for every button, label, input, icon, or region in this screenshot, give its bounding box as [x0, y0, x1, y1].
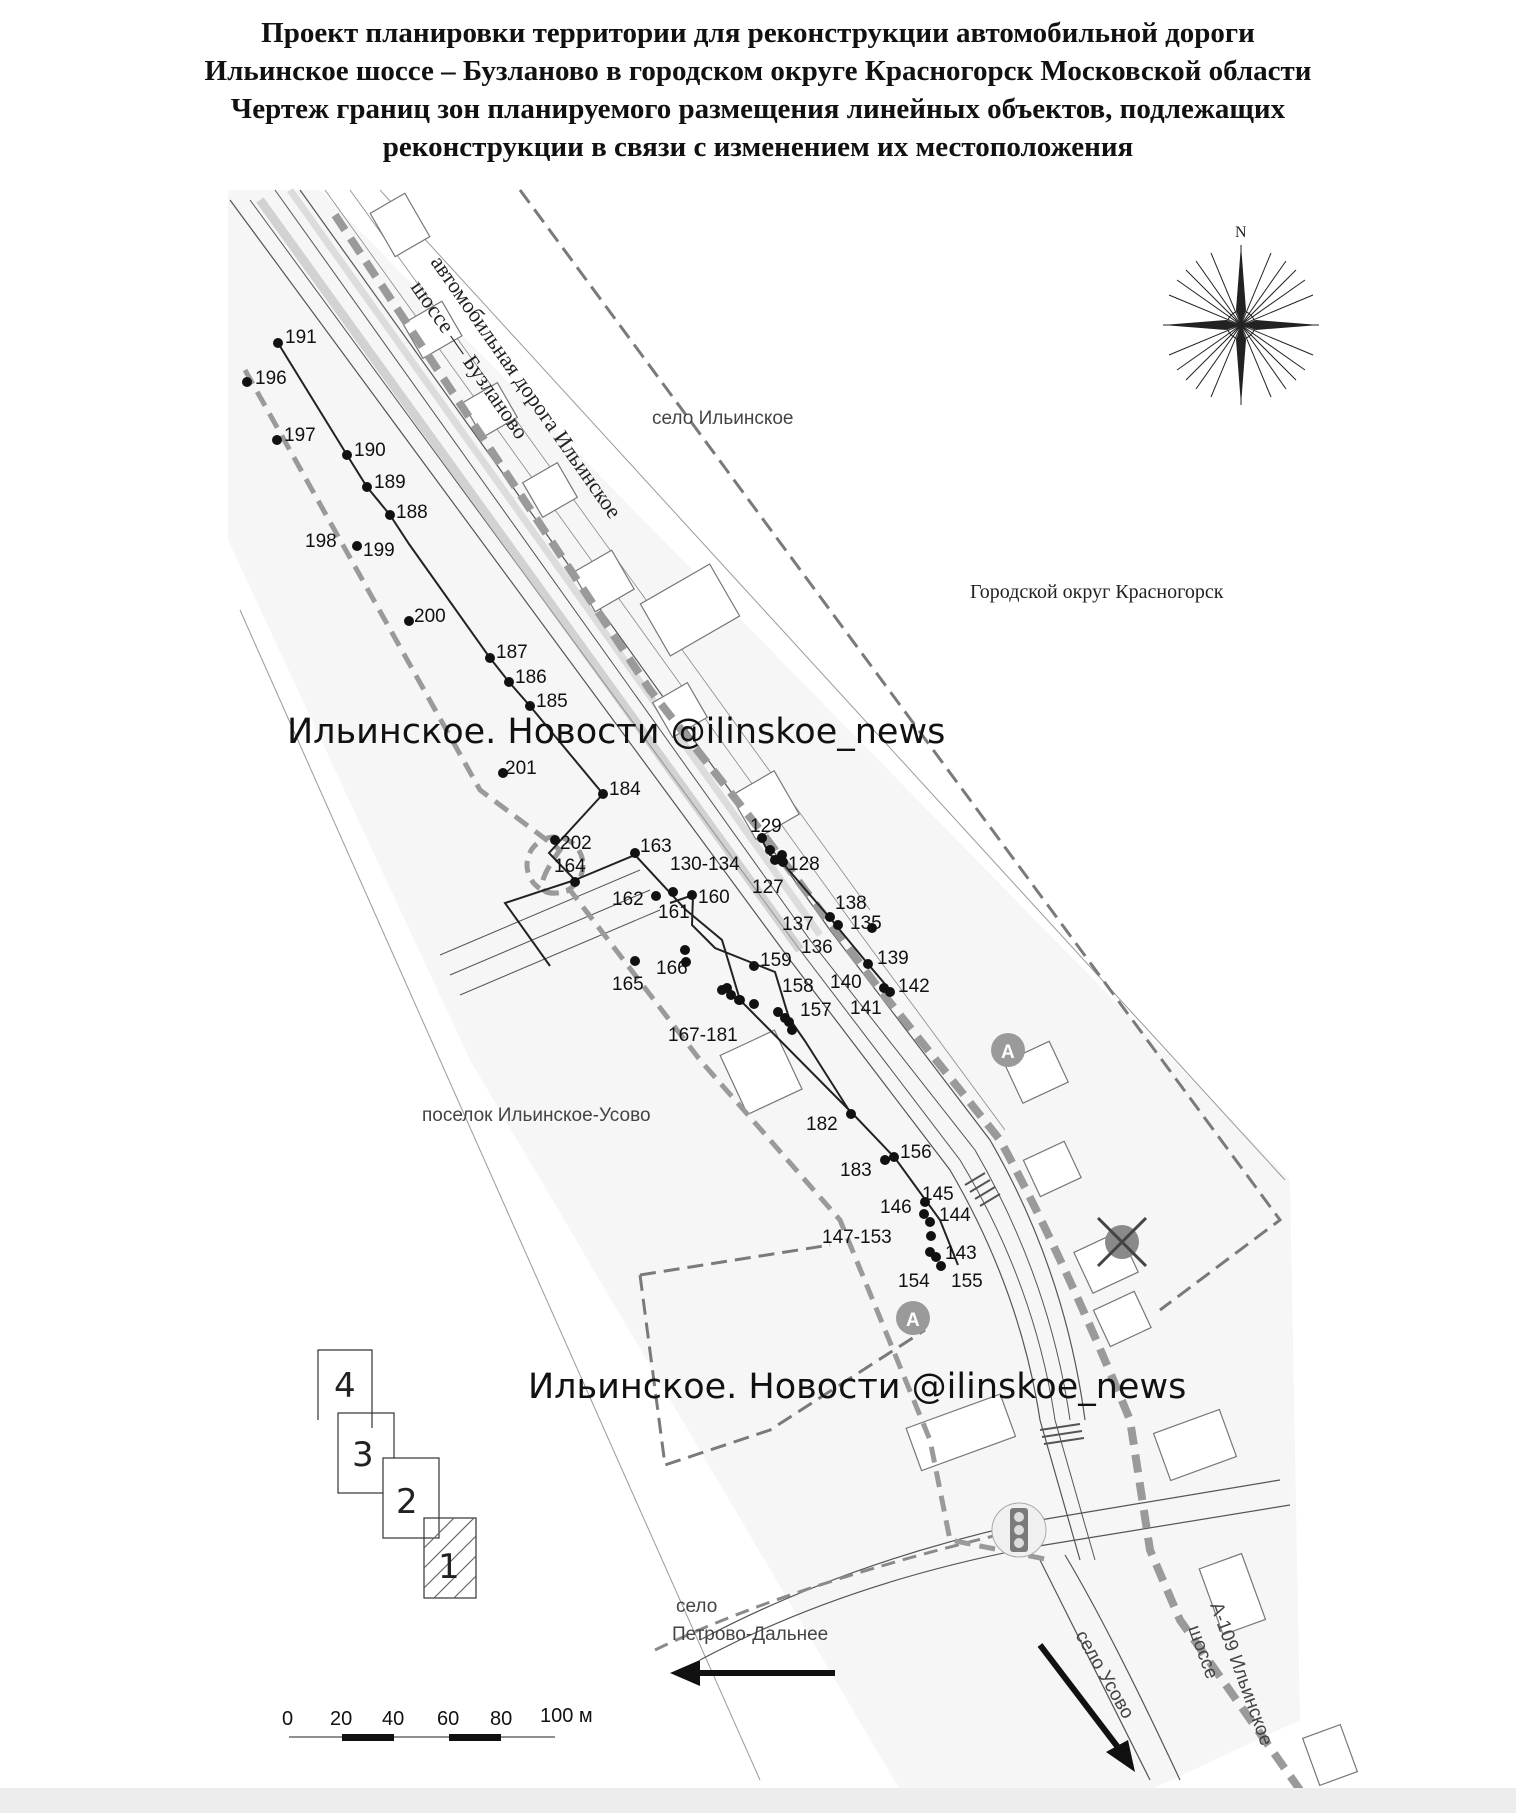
- bottom-scroll-area: [0, 1788, 1516, 1813]
- label-185: 185: [536, 691, 568, 712]
- label-187: 187: [496, 642, 528, 663]
- compass-rose-icon: N: [1163, 224, 1319, 405]
- removed-object-icon: [1096, 1216, 1148, 1268]
- label-130-134: 130-134: [670, 854, 740, 875]
- place-petrovo-2: Петрово-Дальнее: [672, 1624, 828, 1645]
- scale-tick-20: 20: [330, 1708, 352, 1730]
- label-201: 201: [505, 758, 537, 779]
- label-188: 188: [396, 502, 428, 523]
- road-corridor: [229, 187, 1291, 1781]
- label-159: 159: [760, 950, 792, 971]
- title-line-3: Чертеж границ зон планируемого размещени…: [230, 93, 1286, 125]
- bus-stop-letter-1: А: [1001, 1042, 1015, 1063]
- label-143: 143: [945, 1243, 977, 1264]
- watermark-lower: Ильинское. Новости @ilinskoe_news: [528, 1367, 1186, 1407]
- label-161: 161: [658, 902, 690, 923]
- bus-stop-icon: А: [991, 1033, 1025, 1067]
- map-background: [228, 189, 1300, 1790]
- place-selo-ilinskoe: село Ильинское: [652, 408, 794, 429]
- label-129: 129: [750, 816, 782, 837]
- label-158: 158: [782, 976, 814, 997]
- label-166: 166: [656, 958, 688, 979]
- label-157: 157: [800, 1000, 832, 1021]
- traffic-light-icon: [991, 1502, 1047, 1558]
- label-139: 139: [877, 948, 909, 969]
- survey-points: [242, 338, 946, 1271]
- sheet-label-2: 2: [396, 1482, 418, 1522]
- label-190: 190: [354, 440, 386, 461]
- territory-boundary: [518, 189, 1283, 1652]
- label-186: 186: [515, 667, 547, 688]
- label-154: 154: [898, 1271, 930, 1292]
- label-140: 140: [830, 972, 862, 993]
- label-136: 136: [801, 937, 833, 958]
- place-petrovo-1: село: [676, 1596, 717, 1617]
- label-197: 197: [284, 425, 316, 446]
- label-160: 160: [698, 887, 730, 908]
- label-147-153: 147-153: [822, 1227, 892, 1248]
- scale-bar: 0 20 40 60 80 100 м: [282, 1705, 593, 1741]
- label-189: 189: [374, 472, 406, 493]
- scale-tick-40: 40: [382, 1708, 404, 1730]
- label-164: 164: [554, 856, 586, 877]
- label-135: 135: [850, 913, 882, 934]
- sheet-index-labels: 4 3 2 1: [334, 1366, 460, 1587]
- label-144: 144: [939, 1205, 971, 1226]
- scale-tick-0: 0: [282, 1708, 293, 1730]
- arrow-down-right-icon: [1106, 1740, 1135, 1772]
- sheet-label-1: 1: [438, 1547, 460, 1587]
- label-155: 155: [951, 1271, 983, 1292]
- label-191: 191: [285, 327, 317, 348]
- label-183: 183: [840, 1160, 872, 1181]
- label-142: 142: [898, 976, 930, 997]
- point-labels: 191 196 197 190 189 188 198 199 200 187 …: [255, 327, 983, 1292]
- label-162: 162: [612, 889, 644, 910]
- arrow-left-icon: [670, 1660, 700, 1686]
- bus-stop-icon: А: [896, 1301, 930, 1335]
- buildings: [369, 192, 1359, 1787]
- label-199: 199: [363, 540, 395, 561]
- label-138: 138: [835, 893, 867, 914]
- compass-north-label: N: [1235, 224, 1247, 241]
- sheet-label-3: 3: [352, 1435, 374, 1475]
- label-165: 165: [612, 974, 644, 995]
- label-146: 146: [880, 1197, 912, 1218]
- sheet-index: [317, 1349, 477, 1599]
- label-167-181: 167-181: [668, 1025, 738, 1046]
- label-128: 128: [788, 854, 820, 875]
- label-182: 182: [806, 1114, 838, 1135]
- map-title: Проект планировки территории для реконст…: [0, 14, 1516, 166]
- label-137: 137: [782, 914, 814, 935]
- label-198: 198: [305, 531, 337, 552]
- label-156: 156: [900, 1142, 932, 1163]
- label-202: 202: [560, 833, 592, 854]
- bus-stop-letter-2: А: [906, 1310, 920, 1331]
- scale-tick-60: 60: [437, 1708, 459, 1730]
- label-141: 141: [850, 998, 882, 1019]
- scale-tick-100: 100 м: [540, 1705, 593, 1727]
- watermark-upper: Ильинское. Новости @ilinskoe_news: [287, 712, 945, 752]
- label-145: 145: [922, 1184, 954, 1205]
- place-poselok-ilinskoe-usovo: поселок Ильинское-Усово: [422, 1105, 651, 1126]
- label-163: 163: [640, 836, 672, 857]
- label-200: 200: [414, 606, 446, 627]
- scale-tick-80: 80: [490, 1708, 512, 1730]
- label-127: 127: [752, 877, 784, 898]
- place-gorodskoy-okrug: Городской округ Красногорск: [970, 581, 1224, 603]
- label-184: 184: [609, 779, 641, 800]
- title-line-1: Проект планировки территории для реконст…: [261, 17, 1255, 49]
- sheet-label-4: 4: [334, 1366, 356, 1406]
- label-196: 196: [255, 368, 287, 389]
- title-line-2: Ильинское шоссе – Бузланово в городском …: [204, 55, 1312, 87]
- map-symbols: А А: [896, 1033, 1148, 1558]
- title-line-4: реконструкции в связи с изменением их ме…: [382, 131, 1134, 163]
- direction-arrows: [670, 1643, 1135, 1772]
